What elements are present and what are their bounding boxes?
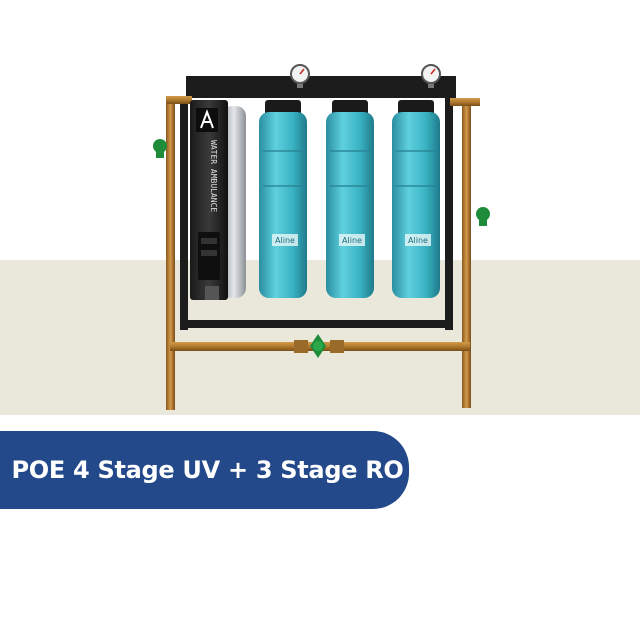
filter-cartridge: Aline	[326, 100, 374, 298]
valve-icon	[310, 334, 326, 358]
valve-icon	[476, 207, 490, 226]
mounting-frame	[180, 76, 456, 330]
brand-logo-icon	[200, 109, 214, 129]
pressure-gauge-icon	[290, 64, 310, 88]
cartridge-label: Aline	[408, 236, 428, 245]
product-title: POE 4 Stage UV + 3 Stage RO	[11, 456, 404, 484]
filter-cartridge: Aline	[392, 100, 440, 298]
filter-cartridge: Aline	[259, 100, 307, 298]
valve-icon	[153, 139, 167, 158]
uv-unit-label: WATER AMBULANCE	[209, 140, 218, 212]
pressure-gauge-icon	[421, 64, 441, 88]
cartridge-label: Aline	[342, 236, 362, 245]
product-title-banner: POE 4 Stage UV + 3 Stage RO	[0, 431, 409, 509]
uv-sterilizer-unit: WATER AMBULANCE	[190, 100, 246, 300]
cartridge-label: Aline	[275, 236, 295, 245]
water-filter-system-image: WATER AMBULANCE Aline Aline	[153, 64, 490, 410]
